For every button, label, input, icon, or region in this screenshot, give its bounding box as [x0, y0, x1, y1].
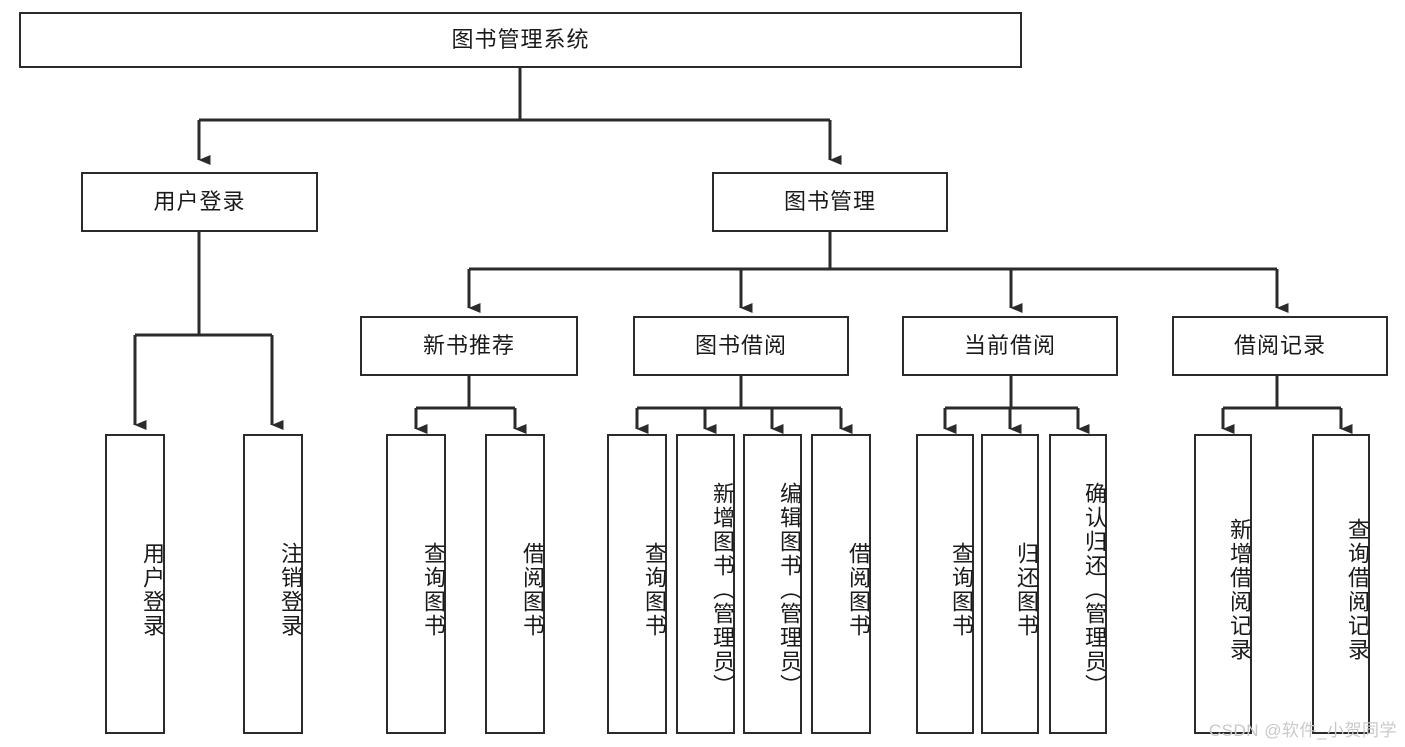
node-label: 确认归还（管理员）	[1082, 482, 1107, 698]
node-label: 新增借阅记录	[1227, 518, 1252, 662]
leaf-current-query-book[interactable]: 查询图书	[916, 434, 974, 734]
node-label: 图书管理	[783, 189, 876, 215]
leaf-records-add-record[interactable]: 新增借阅记录	[1194, 434, 1252, 734]
node-label: 当前借阅	[963, 333, 1056, 359]
node-label: 用户登录	[140, 542, 165, 638]
leaf-borrow-borrow-book[interactable]: 借阅图书	[811, 434, 871, 734]
node-label: 借阅图书	[520, 542, 545, 638]
node-label: 查询图书	[642, 542, 667, 638]
leaf-current-confirm-return-admin[interactable]: 确认归还（管理员）	[1049, 434, 1107, 734]
node-label: 查询借阅记录	[1345, 518, 1370, 662]
node-label: 归还图书	[1014, 542, 1039, 638]
leaf-user-login-logout[interactable]: 注销登录	[243, 434, 303, 734]
node-label: 新书推荐	[422, 333, 515, 359]
node-book-management[interactable]: 图书管理	[712, 172, 948, 232]
node-current-borrow[interactable]: 当前借阅	[902, 316, 1118, 376]
node-label: 图书借阅	[694, 333, 787, 359]
node-user-login[interactable]: 用户登录	[81, 172, 318, 232]
node-label: 图书管理系统	[451, 27, 590, 53]
leaf-borrow-query-book[interactable]: 查询图书	[607, 434, 667, 734]
node-label: 查询图书	[421, 542, 446, 638]
node-label: 编辑图书（管理员）	[777, 482, 802, 698]
node-book-borrow[interactable]: 图书借阅	[633, 316, 849, 376]
leaf-new-book-query[interactable]: 查询图书	[386, 434, 446, 734]
node-label: 新增图书（管理员）	[710, 482, 735, 698]
node-label: 注销登录	[278, 542, 303, 638]
leaf-user-login-login[interactable]: 用户登录	[105, 434, 165, 734]
leaf-borrow-edit-book-admin[interactable]: 编辑图书（管理员）	[743, 434, 802, 734]
node-new-book-recommend[interactable]: 新书推荐	[360, 316, 578, 376]
leaf-current-return-book[interactable]: 归还图书	[981, 434, 1039, 734]
leaf-records-query-record[interactable]: 查询借阅记录	[1312, 434, 1370, 734]
node-label: 用户登录	[153, 189, 246, 215]
node-label: 借阅图书	[846, 542, 871, 638]
leaf-borrow-add-book-admin[interactable]: 新增图书（管理员）	[676, 434, 735, 734]
node-label: 查询图书	[949, 542, 974, 638]
node-borrow-records[interactable]: 借阅记录	[1172, 316, 1388, 376]
leaf-new-book-borrow[interactable]: 借阅图书	[485, 434, 545, 734]
node-root-system[interactable]: 图书管理系统	[19, 12, 1022, 68]
node-label: 借阅记录	[1233, 333, 1326, 359]
csdn-watermark: CSDN @软件_小贺同学	[1208, 721, 1397, 740]
